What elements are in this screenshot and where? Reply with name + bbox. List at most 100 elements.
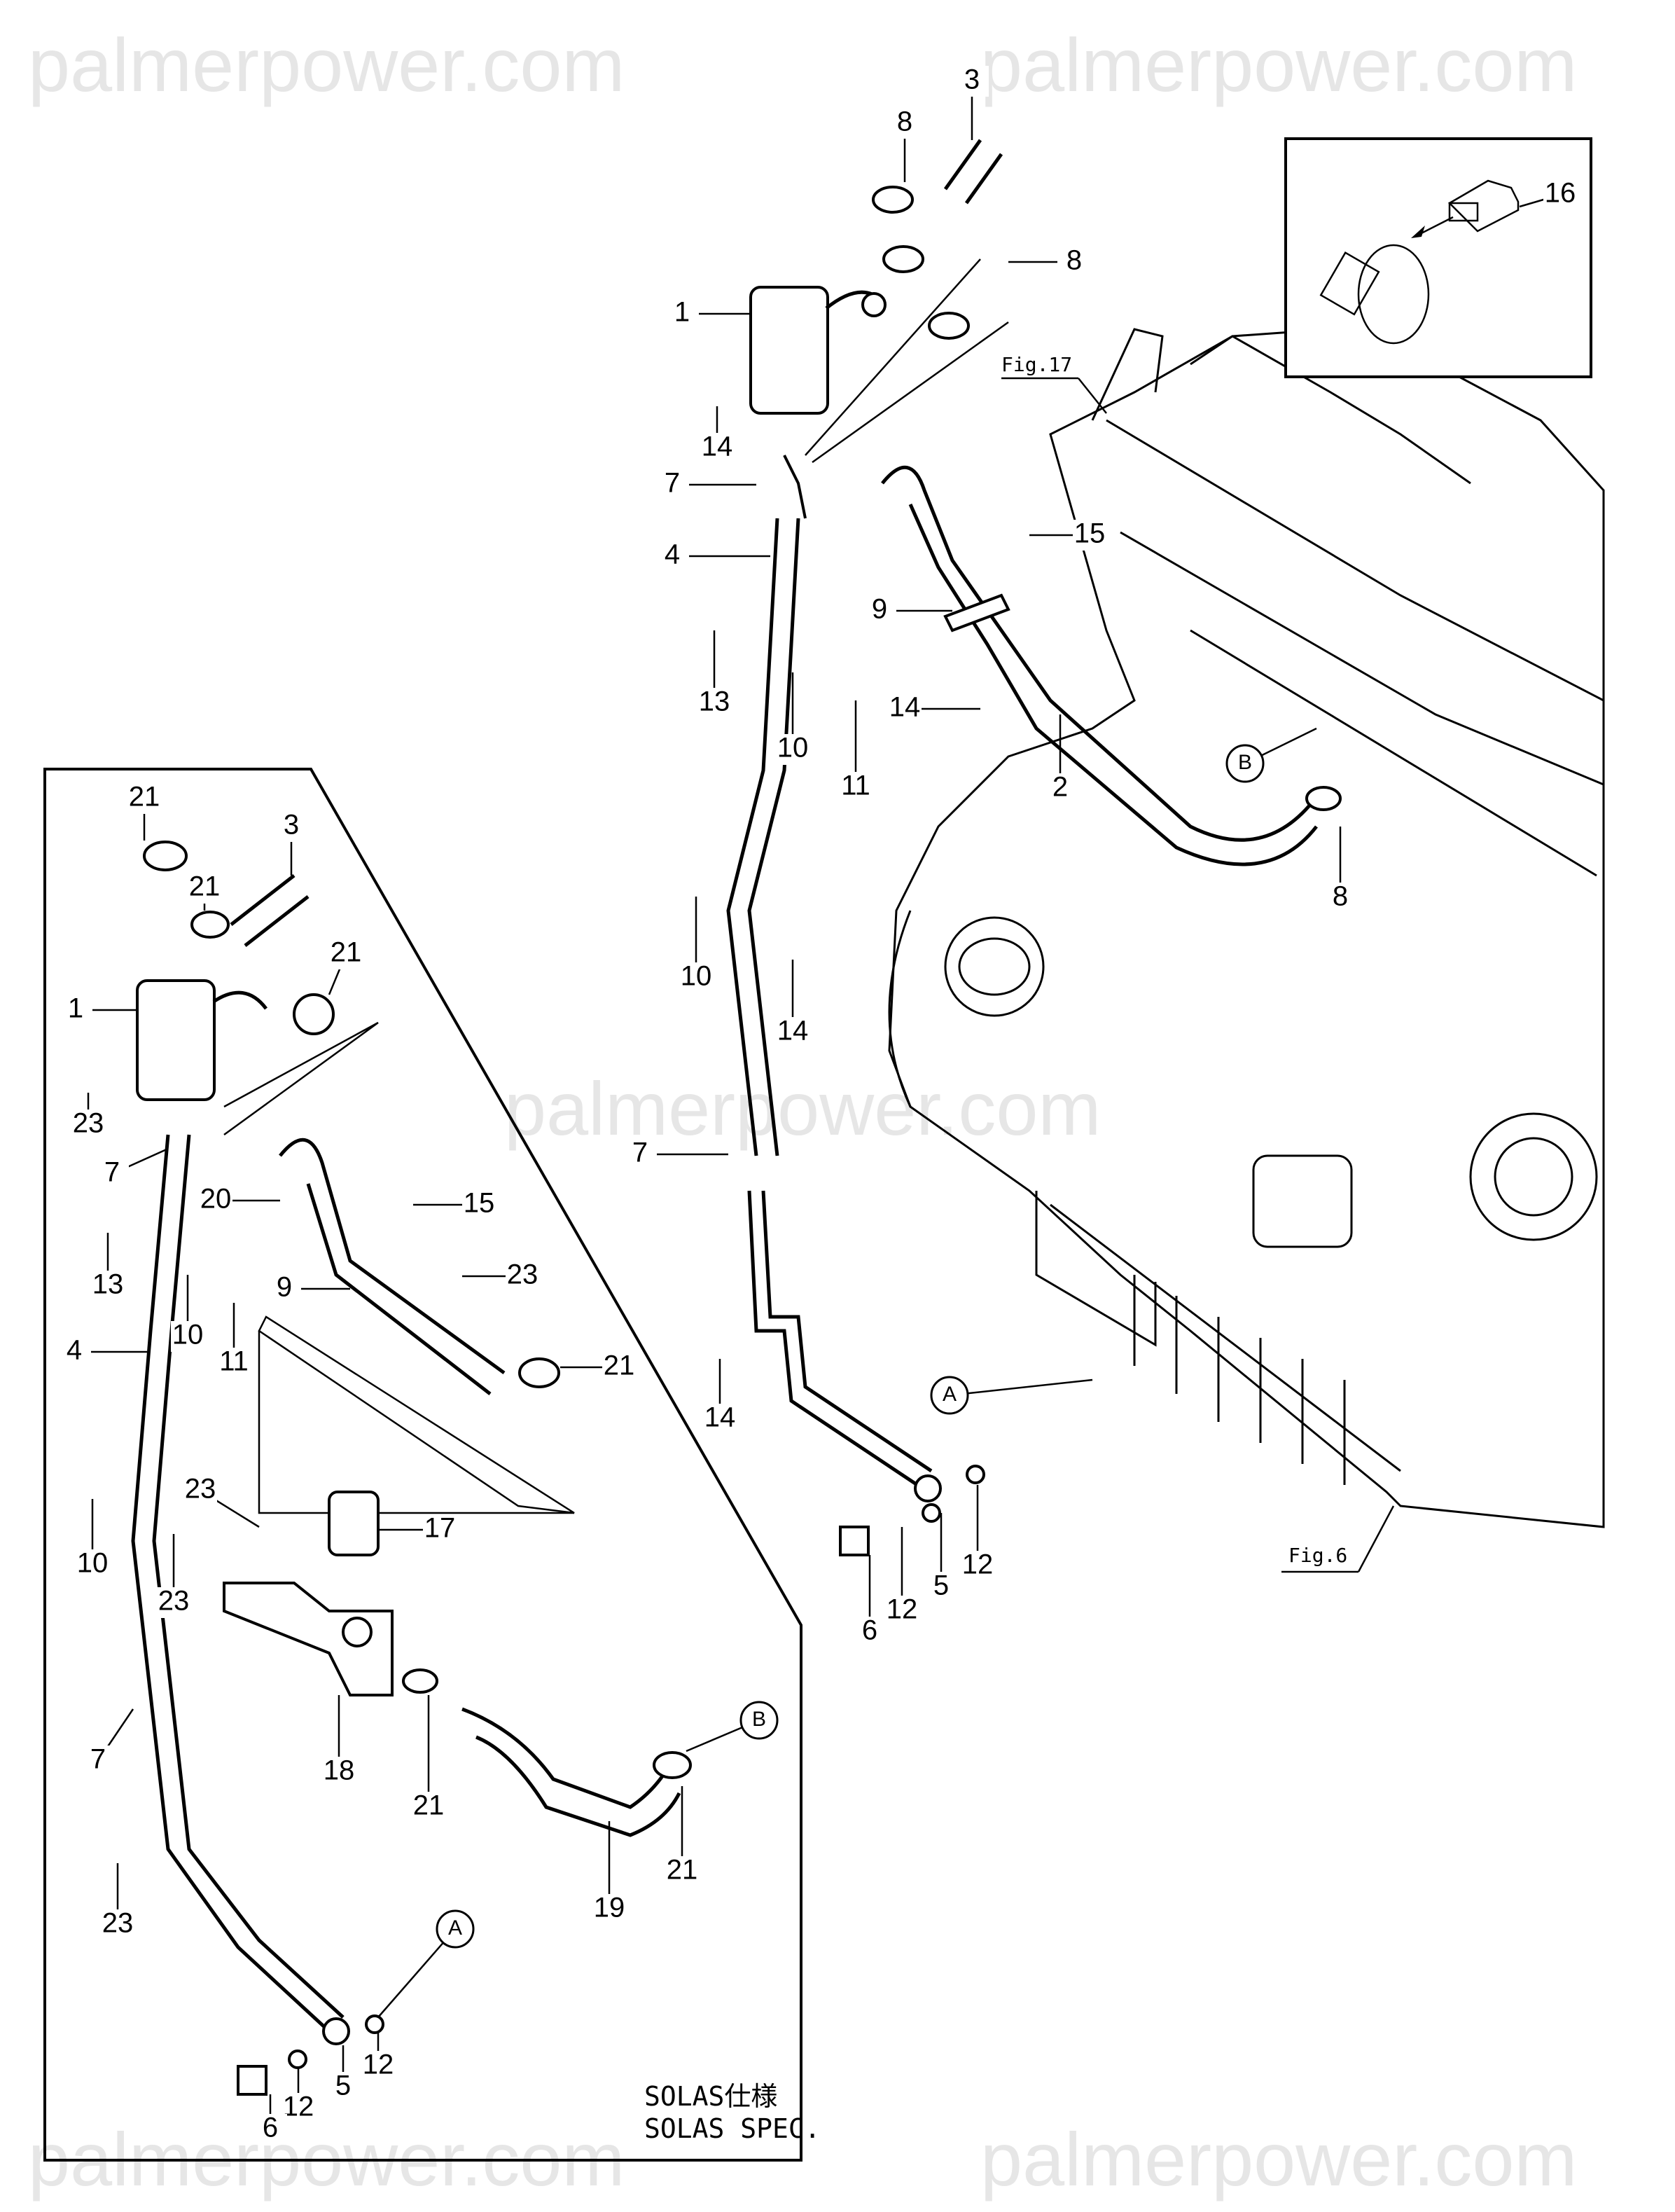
inset-callout-part-10[interactable]: 10: [171, 1275, 204, 1352]
label-background: [776, 734, 809, 765]
callout-part-14[interactable]: 14: [703, 1359, 737, 1435]
figure-ref-fig17[interactable]: Fig.17: [1001, 353, 1072, 376]
inset-reference-B[interactable]: B: [686, 1701, 779, 1753]
inset-callout-part-4[interactable]: 4: [57, 1335, 147, 1367]
watermark: palmerpower.com: [980, 2117, 1577, 2201]
inset-callout-part-23[interactable]: 23: [157, 1534, 190, 1618]
reference-B[interactable]: B: [1225, 727, 1317, 783]
inset-callout-part-19[interactable]: 19: [592, 1821, 626, 1925]
label-background: [412, 1792, 445, 1823]
label-background: [961, 1551, 994, 1582]
label-background: [267, 1273, 301, 1304]
callout-part-14[interactable]: 14: [776, 960, 809, 1048]
callout-number: 12: [887, 1594, 918, 1625]
inset-callout-part-10[interactable]: 10: [76, 1499, 109, 1580]
inset-callout-part-7[interactable]: 7: [81, 1708, 134, 1776]
inset-callout-part-20[interactable]: 20: [199, 1184, 280, 1216]
inset-callout-part-23[interactable]: 23: [462, 1259, 539, 1292]
callout-part-10[interactable]: 10: [776, 672, 809, 765]
callout-part-9[interactable]: 9: [863, 594, 952, 626]
inset-callout-part-6[interactable]: 6: [253, 2094, 287, 2145]
callout-number: 11: [841, 770, 870, 801]
inset-callout-part-11[interactable]: 11: [217, 1303, 251, 1378]
callout-part-3[interactable]: 3: [955, 64, 989, 140]
inset-callout-part-21[interactable]: 21: [665, 1786, 699, 1887]
engine-block: [888, 328, 1605, 1528]
label-background: [81, 1746, 115, 1776]
callout-part-1[interactable]: 1: [665, 297, 749, 329]
label-background: [101, 1909, 134, 1940]
label-background: [700, 433, 734, 464]
inset-callout-part-7[interactable]: 7: [95, 1147, 169, 1189]
inset-callout-part-5[interactable]: 5: [326, 2045, 360, 2103]
callout-part-5[interactable]: 5: [924, 1513, 958, 1603]
label-background: [885, 1596, 919, 1626]
label-background: [274, 811, 308, 842]
callout-part-13[interactable]: 13: [697, 630, 731, 719]
callout-part-7[interactable]: 7: [623, 1138, 728, 1170]
reference-circle: [1225, 744, 1265, 783]
inset-callout-part-15[interactable]: 15: [413, 1188, 496, 1220]
inset-callout-part-21[interactable]: 21: [560, 1350, 636, 1383]
callout-part-2[interactable]: 2: [1043, 714, 1077, 804]
callout-part-14[interactable]: 14: [888, 692, 980, 724]
callout-part-14[interactable]: 14: [700, 406, 734, 464]
label-background: [423, 1514, 457, 1545]
inset-callout-part-21[interactable]: 21: [127, 782, 161, 841]
label-background: [76, 1549, 109, 1580]
label-background: [462, 1189, 496, 1220]
callout-number: 14: [889, 692, 921, 723]
inset-reference-A[interactable]: A: [377, 1909, 475, 2018]
callout-part-4[interactable]: 4: [655, 539, 770, 572]
main-assembly: [726, 139, 1342, 1556]
callout-part-10[interactable]: 10: [679, 897, 713, 993]
inset-callout-part-23[interactable]: 23: [101, 1863, 134, 1940]
callout-part-8[interactable]: 8: [888, 106, 922, 182]
clamp-cover-detail: [1284, 137, 1592, 378]
inset-callout-part-23[interactable]: 23: [71, 1093, 105, 1140]
callout-part-8[interactable]: 8: [1323, 827, 1357, 913]
figure-ref-fig6[interactable]: Fig.6: [1288, 1544, 1347, 1567]
inset-callout-part-1[interactable]: 1: [59, 993, 137, 1025]
inset-callout-part-9[interactable]: 9: [267, 1272, 350, 1304]
inset-callout-part-21[interactable]: 21: [188, 871, 221, 911]
callout-number: 20: [200, 1184, 232, 1215]
callout-number: 21: [189, 871, 221, 902]
callout-part-11[interactable]: 11: [839, 700, 873, 803]
callout-number: 23: [185, 1474, 216, 1505]
label-background: [322, 1757, 356, 1788]
label-background: [888, 693, 922, 724]
callout-number: 4: [665, 539, 680, 570]
callout-part-12[interactable]: 12: [885, 1527, 919, 1626]
inset-callout-part-3[interactable]: 3: [274, 810, 308, 876]
callout-part-6[interactable]: 6: [853, 1555, 887, 1647]
label-background: [171, 1321, 204, 1352]
callout-part-8[interactable]: 8: [1008, 245, 1091, 277]
callout-number: 23: [73, 1108, 104, 1139]
callout-number: 5: [335, 2071, 351, 2101]
callout-part-15[interactable]: 15: [1029, 518, 1106, 551]
label-background: [95, 1159, 129, 1189]
reference-circle: [930, 1376, 969, 1415]
inset-callout-part-21[interactable]: 21: [328, 937, 363, 995]
callout-part-16[interactable]: 16: [1519, 178, 1577, 210]
inset-callout-part-13[interactable]: 13: [91, 1233, 125, 1301]
solas-spec-label-jp: SOLAS仕様: [644, 2081, 777, 2112]
callout-number: 6: [263, 2113, 278, 2143]
callout-part-7[interactable]: 7: [655, 468, 756, 500]
callout-part-12[interactable]: 12: [961, 1485, 994, 1582]
label-background: [924, 1572, 958, 1603]
inset-callout-part-18[interactable]: 18: [322, 1695, 356, 1788]
callout-number: 23: [507, 1259, 538, 1290]
inset-callout-part-17[interactable]: 17: [378, 1513, 457, 1545]
callout-number: 9: [872, 594, 887, 625]
callout-number: 10: [77, 1548, 109, 1579]
callout-number: 3: [964, 64, 980, 95]
reference-A[interactable]: A: [930, 1376, 1093, 1415]
label-background: [703, 1404, 737, 1435]
label-background: [71, 1110, 105, 1140]
callout-number: 15: [464, 1188, 495, 1219]
inset-callout-part-23[interactable]: 23: [183, 1474, 260, 1528]
inset-callout-part-12[interactable]: 12: [361, 2031, 395, 2082]
inset-callout-part-21[interactable]: 21: [412, 1695, 445, 1823]
